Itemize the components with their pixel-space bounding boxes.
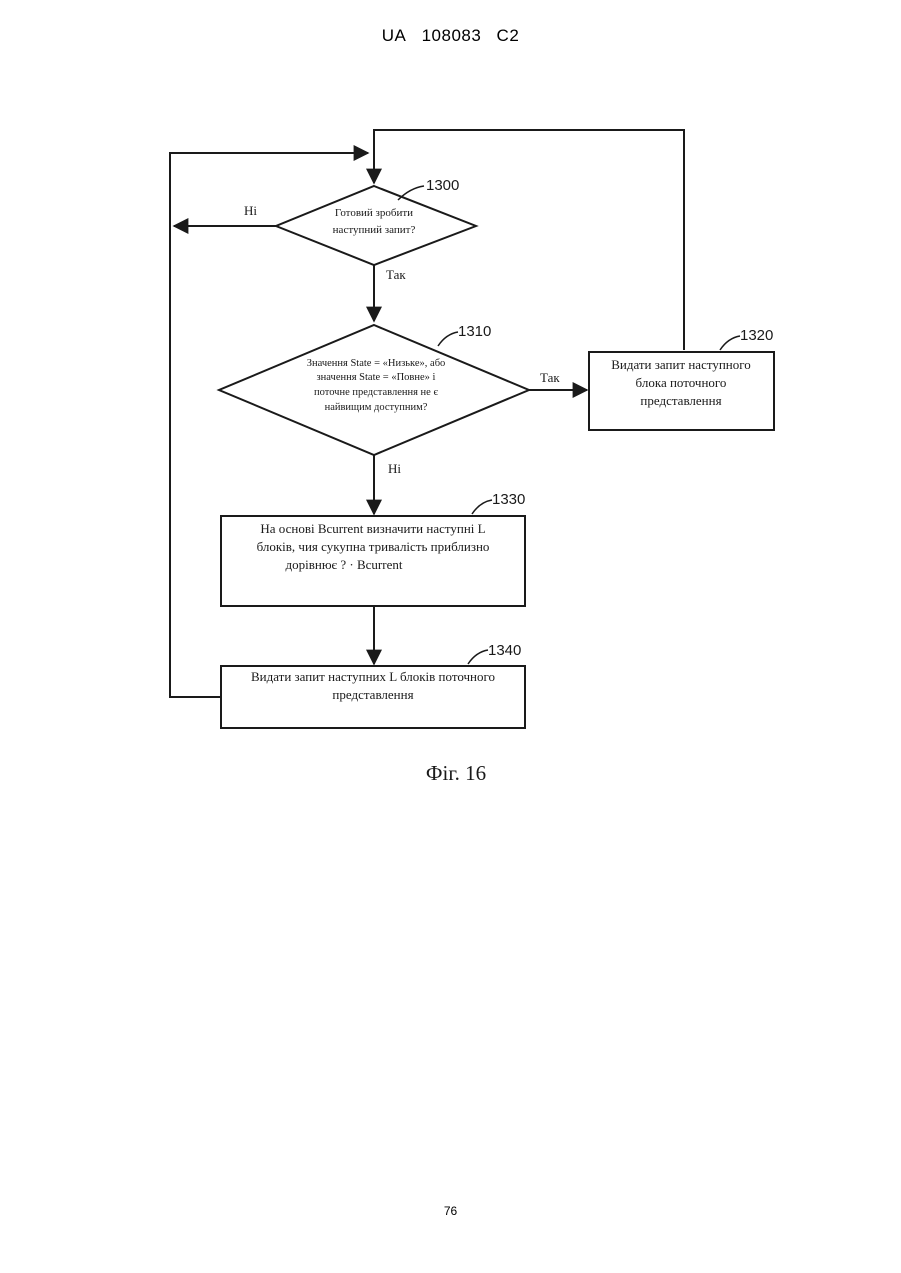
label-1330-line-1: На основі Bcurrent визначити наступні L <box>260 521 485 536</box>
edge-label-1300-no: Ні <box>244 203 257 218</box>
label-1320-line-3: представлення <box>640 393 721 408</box>
label-1330-line-2: блоків, чия сукупна тривалість приблизно <box>257 539 490 554</box>
label-1310-line-2: значення State = «Повне» і <box>317 372 436 383</box>
ref-1330: 1330 <box>492 491 525 508</box>
leader-1310 <box>438 332 458 346</box>
ref-1320: 1320 <box>740 327 773 344</box>
leader-1330 <box>472 500 492 514</box>
label-1340-line-1: Видати запит наступних L блоків поточног… <box>251 669 495 684</box>
label-1320-line-2: блока поточного <box>636 375 727 390</box>
edge-label-1300-yes: Так <box>386 267 406 282</box>
ref-1300: 1300 <box>426 177 459 194</box>
label-1300-line-2: наступний запит? <box>333 224 416 236</box>
figure-caption: Фіг. 16 <box>426 761 486 785</box>
label-1340-line-2: представлення <box>332 687 413 702</box>
leader-1340 <box>468 650 488 664</box>
label-1320-line-1: Видати запит наступного <box>611 357 751 372</box>
page-number: 76 <box>0 1204 901 1218</box>
label-1310-line-3: поточне представлення не є <box>314 387 438 398</box>
label-1330-line-3: дорівнює ? · Bcurrent <box>286 557 403 572</box>
label-1300-line-1: Готовий зробити <box>335 207 413 219</box>
label-1310-line-1: Значення State = «Низьке», або <box>307 358 446 369</box>
label-1310-line-4: найвищим доступним? <box>325 402 428 413</box>
edge-label-1310-no: Ні <box>388 461 401 476</box>
ref-1310: 1310 <box>458 323 491 340</box>
leader-1320 <box>720 336 740 350</box>
ref-1340: 1340 <box>488 642 521 659</box>
edge-label-1310-yes: Так <box>540 370 560 385</box>
